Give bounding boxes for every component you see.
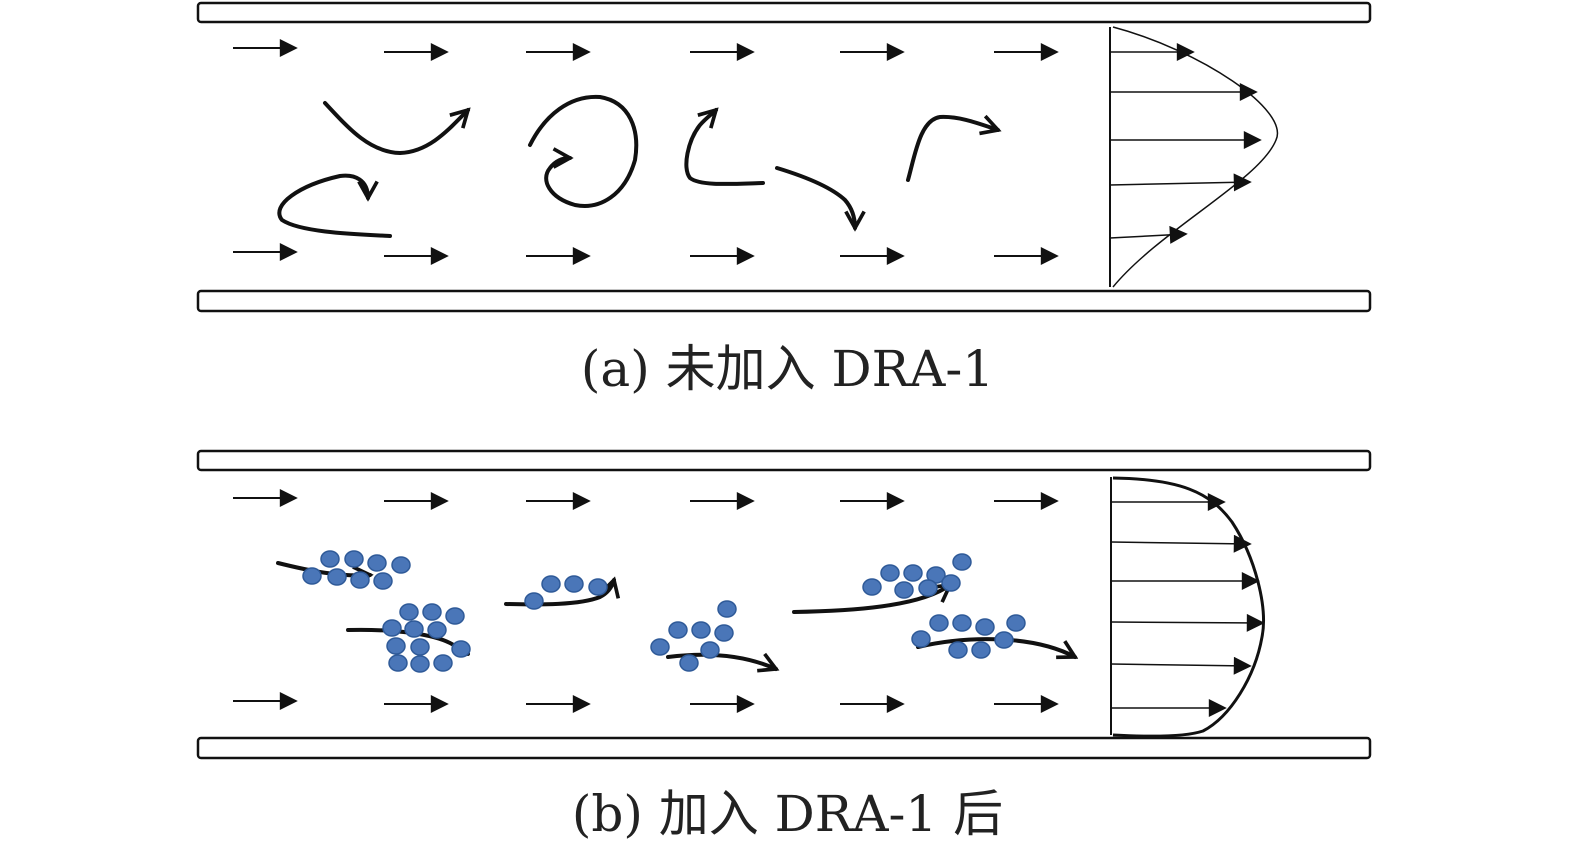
particle-icon [668,621,688,639]
particle-icon [975,618,995,636]
arrow-icon [1110,656,1252,675]
particle-icon [382,619,402,637]
panel-b: (b) 加入 DRA-1 后 [0,447,1575,857]
particle-icon [952,614,972,632]
flow-arrows-top [233,489,1059,510]
particle-icon [911,630,931,648]
particle-icon [894,581,914,599]
particle-icon [971,641,991,659]
arrow-icon [1109,225,1188,244]
particle-icon [410,655,430,673]
profile-curve [1112,26,1279,288]
pipe-wall-top [196,449,1372,472]
particle-icon [929,614,949,632]
turbulent-eddies [277,94,998,238]
particle-icon [588,578,608,596]
particle-icon [410,638,430,656]
particle-icon [302,567,322,585]
velocity-profile-b [1110,476,1265,738]
eddy-arrow [277,173,392,238]
eddy-arrow [906,117,998,182]
particle-icon [404,620,424,638]
particle-icon [386,637,406,655]
caption-b: (b) 加入 DRA-1 后 [571,785,1004,843]
panel-a: (a) 未加入 DRA-1 [0,0,1575,420]
particle-icon [1006,614,1026,632]
particle-icon [327,568,347,586]
pipe-diagram-b [196,449,1372,760]
eddy-arrow [528,94,639,208]
particle-icon [679,654,699,672]
eddy-arrow [684,110,765,186]
particle-icon [320,550,340,568]
arrow-icon [1110,534,1252,553]
particle-icon [903,564,923,582]
flow-arrows-bottom [233,692,1059,713]
flow-arrows-bottom [233,243,1059,265]
particle-icon [941,574,961,592]
particle-icon [350,571,370,589]
particle-icon [994,631,1014,649]
particle-icon [433,654,453,672]
stream-arrow [666,652,776,669]
particle-icon [700,641,720,659]
eddy-arrow [775,166,855,228]
pipe-wall-top [196,1,1372,24]
profile-curve [1112,476,1265,738]
particle-icon [391,556,411,574]
pipe-wall-bottom [196,289,1372,313]
particle-icon [373,572,393,590]
particle-icon [524,592,544,610]
particle-icon [862,578,882,596]
particle-icon [427,621,447,639]
stream-arrow [792,585,950,614]
particle-icon [541,575,561,593]
particle-icon [422,603,442,621]
flow-arrows-top [233,39,1059,61]
particle-icon [388,654,408,672]
arrow-icon [1109,173,1252,192]
velocity-profile-a [1109,26,1279,288]
caption-a: (a) 未加入 DRA-1 [580,340,995,398]
particle-icon [451,640,471,658]
particle-icon [367,554,387,572]
particle-icon [650,638,670,656]
particle-icon [880,564,900,582]
particle-icon [714,624,734,642]
particle-icon [564,575,584,593]
particle-icon [717,600,737,618]
particle-icon [691,621,711,639]
particle-icon [918,579,938,597]
pipe-wall-bottom [196,736,1372,760]
particle-icon [344,550,364,568]
particle-icon [952,553,972,571]
particle-icon [445,607,465,625]
eddy-arrow [323,101,468,156]
polymer-particles [302,550,1026,673]
pipe-diagram-a [196,1,1372,313]
particle-icon [399,603,419,621]
arrow-icon [1110,613,1265,632]
particle-icon [948,641,968,659]
